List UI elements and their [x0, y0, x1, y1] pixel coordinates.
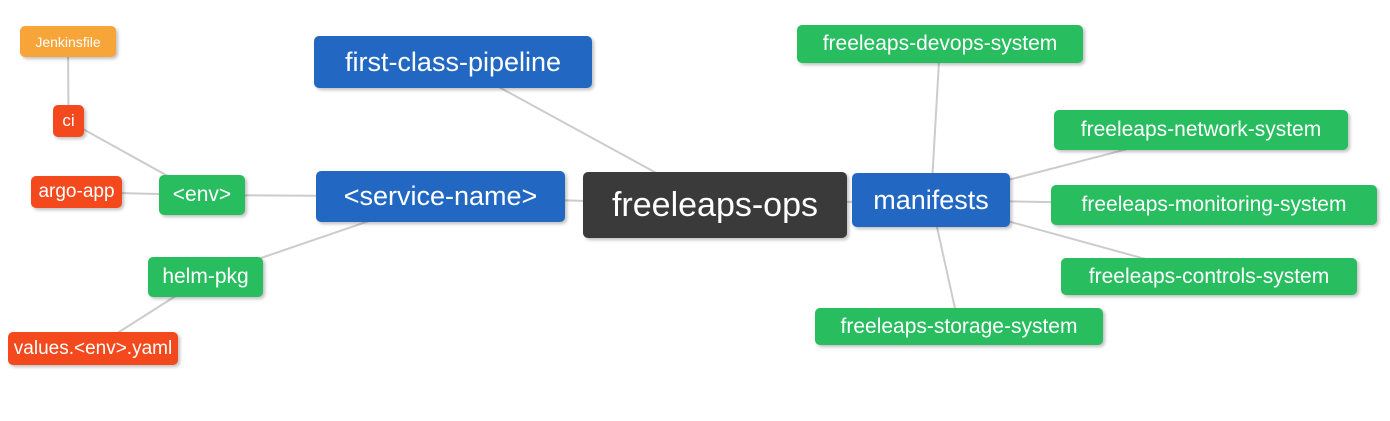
node-ci[interactable]: ci [53, 105, 84, 137]
node-label: freeleaps-monitoring-system [1081, 193, 1347, 216]
node-values-yaml[interactable]: values.<env>.yaml [8, 332, 178, 365]
node-monitoring[interactable]: freeleaps-monitoring-system [1051, 185, 1377, 225]
node-helm-pkg[interactable]: helm-pkg [148, 257, 263, 297]
node-pipeline[interactable]: first-class-pipeline [314, 36, 592, 88]
node-label: first-class-pipeline [344, 46, 562, 77]
node-label: <env> [172, 183, 232, 206]
node-label: freeleaps-network-system [1080, 118, 1322, 141]
node-controls[interactable]: freeleaps-controls-system [1061, 258, 1357, 295]
node-label: manifests [873, 184, 989, 215]
node-label: Jenkinsfile [35, 33, 101, 50]
node-devops[interactable]: freeleaps-devops-system [797, 25, 1083, 63]
node-label: freeleaps-storage-system [840, 314, 1078, 338]
node-label: helm-pkg [162, 265, 249, 288]
node-ops[interactable]: freeleaps-ops [583, 172, 847, 238]
node-network[interactable]: freeleaps-network-system [1054, 110, 1348, 150]
node-env[interactable]: <env> [159, 175, 245, 215]
node-storage[interactable]: freeleaps-storage-system [815, 308, 1103, 345]
node-label: values.<env>.yaml [13, 337, 173, 359]
node-argo-app[interactable]: argo-app [31, 176, 122, 208]
node-label: freeleaps-devops-system [822, 32, 1058, 55]
node-label: freeleaps-controls-system [1088, 264, 1330, 288]
node-label: freeleaps-ops [611, 185, 818, 224]
node-service[interactable]: <service-name> [316, 171, 565, 222]
node-label: ci [62, 111, 75, 130]
node-manifests[interactable]: manifests [852, 173, 1010, 227]
node-label: <service-name> [343, 181, 538, 211]
node-jenkinsfile[interactable]: Jenkinsfile [20, 26, 116, 57]
node-label: argo-app [38, 181, 115, 202]
